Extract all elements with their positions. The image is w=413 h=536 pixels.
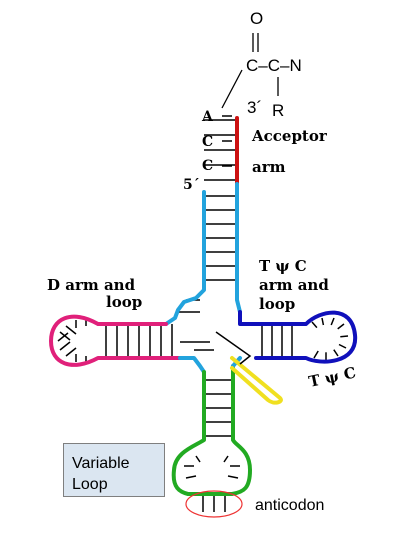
variable-label-line2: Loop xyxy=(72,476,108,493)
base-c1-label: C xyxy=(202,134,213,150)
three-prime-label: 3´ xyxy=(247,98,262,117)
amino-acid-attachment: O C–C–N 3´ R xyxy=(221,9,302,120)
anticodon-arm-left xyxy=(171,364,252,496)
acceptor-label-line2: arm xyxy=(252,158,286,176)
acceptor-stem-5prime xyxy=(164,190,206,326)
tpsic-loop-spoke xyxy=(337,323,345,330)
variable-label-line1: Variable xyxy=(72,455,130,472)
variable-loop-strand xyxy=(230,356,283,405)
central-junction-edge xyxy=(215,331,252,365)
d-loop-spoke xyxy=(57,332,69,342)
d-to-anticodon-connector xyxy=(178,356,206,374)
five-prime-label: 5´ xyxy=(183,177,200,193)
tpsic-loop-spoke xyxy=(333,349,339,357)
d-loop-spoke xyxy=(65,325,77,335)
base-c2-label: C xyxy=(202,158,213,174)
base-a-label: A xyxy=(201,109,214,125)
acceptor-stem-3prime xyxy=(235,182,242,314)
anticodon-loop-spoke xyxy=(185,475,197,479)
anticodon-loop-spoke xyxy=(223,455,229,463)
anticodon-loop-spoke xyxy=(227,475,239,479)
d-arm-label-line1: D arm and xyxy=(47,276,136,294)
anticodon-label: anticodon xyxy=(255,497,324,514)
tpsic-loop-spoke xyxy=(338,343,347,349)
tpsic-label-line2: arm and xyxy=(259,276,329,294)
cca-tail: A C C 5´ xyxy=(183,109,232,193)
acceptor-label-line1: Acceptor xyxy=(251,127,328,145)
tpsic-loop-spoke xyxy=(311,321,318,329)
d-arm-label-line2: loop xyxy=(106,293,142,311)
tpsic-loop-spoke xyxy=(330,317,335,326)
tpsic-loop-spoke xyxy=(340,335,349,338)
carbonyl-chain-label: C–C–N xyxy=(246,56,302,75)
r-group-label: R xyxy=(272,101,284,120)
tpsic-arm-strand xyxy=(238,310,358,364)
tpsic-label-line3: loop xyxy=(259,295,295,313)
oxygen-label: O xyxy=(250,9,263,28)
tpsic-loop-spoke xyxy=(313,350,319,359)
tpsic-label-line1: T ψ C xyxy=(259,257,307,275)
base-pair-rungs xyxy=(57,119,349,512)
anticodon-ring xyxy=(185,490,243,518)
anticodon-loop-spoke xyxy=(195,455,201,463)
tpsic-loop-spoke xyxy=(321,317,325,326)
d-loop-spoke xyxy=(65,347,77,357)
d-arm-strand xyxy=(49,314,182,367)
d-loop-spoke xyxy=(59,341,71,351)
variable-loop-callout: Variable Loop xyxy=(63,443,165,497)
tpsic-loop-label: T ψ C xyxy=(307,363,357,391)
